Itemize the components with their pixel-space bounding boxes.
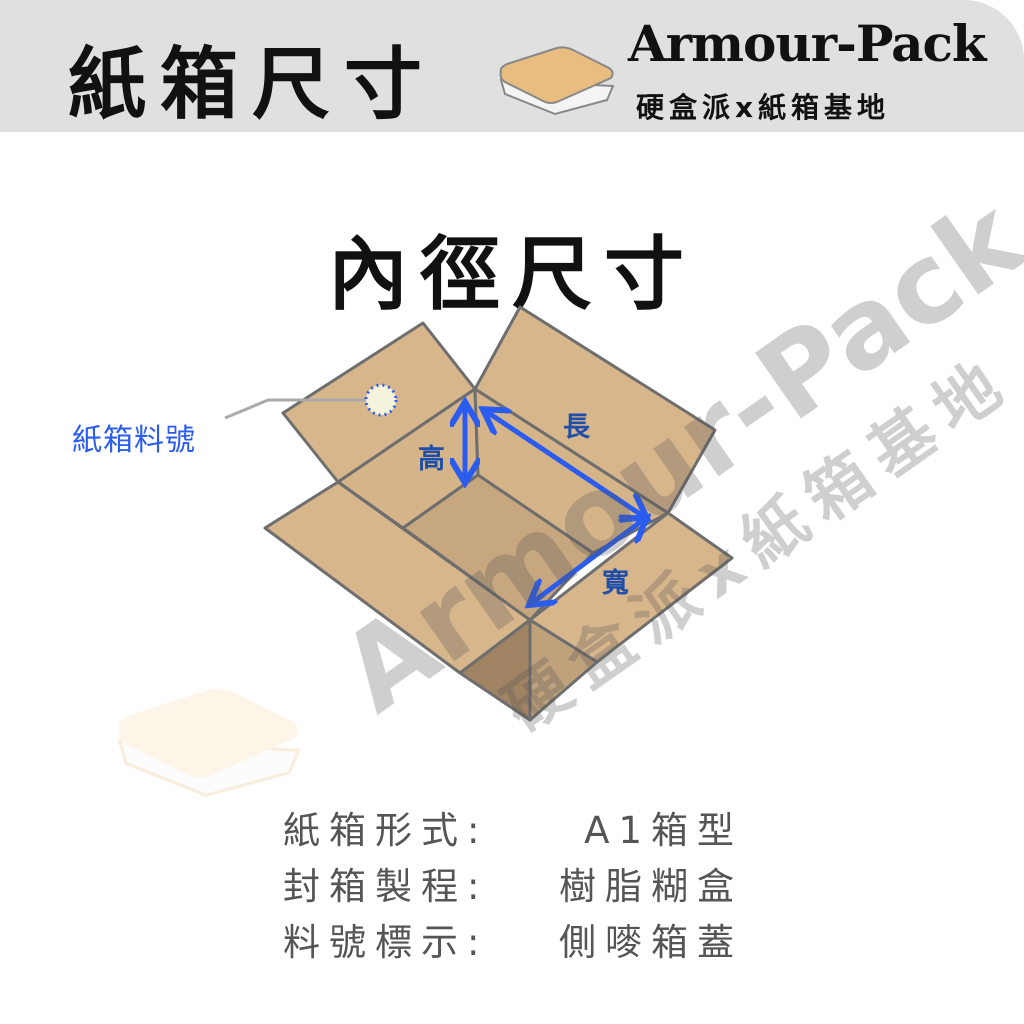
watermark-logo-icon bbox=[117, 688, 302, 797]
front-right-face bbox=[528, 618, 599, 722]
spec-row: 封箱製程: 樹脂糊盒 bbox=[283, 856, 743, 910]
main-title: 內徑尺寸 bbox=[328, 228, 696, 321]
spec-label: 封箱製程: bbox=[283, 865, 489, 908]
width-arrow bbox=[533, 520, 643, 602]
logo-box-icon bbox=[499, 46, 615, 116]
brand-name: Armour-Pack bbox=[628, 14, 987, 73]
part-number-marker bbox=[364, 383, 398, 417]
spec-row: 紙箱形式: A1箱型 bbox=[283, 800, 743, 854]
header-title: 紙箱尺寸 bbox=[68, 40, 437, 130]
height-label: 高 bbox=[418, 443, 445, 475]
width-label: 寬 bbox=[602, 567, 629, 599]
spec-label: 料號標示: bbox=[283, 921, 489, 964]
callout-leader-line bbox=[224, 398, 366, 420]
spec-value: 樹脂糊盒 bbox=[559, 865, 743, 908]
spec-value: 側嘜箱蓋 bbox=[559, 921, 743, 964]
length-label: 長 bbox=[563, 412, 591, 443]
spec-label: 紙箱形式: bbox=[283, 809, 489, 852]
brand-subtitle: 硬盒派x紙箱基地 bbox=[636, 91, 891, 124]
header-bar: 紙箱尺寸 Armour-Pack 硬盒派x紙箱基地 bbox=[0, 0, 1024, 132]
spec-row: 料號標示: 側嘜箱蓋 bbox=[283, 912, 743, 966]
part-number-callout: 紙箱料號 bbox=[72, 423, 196, 458]
spec-value: A1箱型 bbox=[584, 809, 743, 852]
length-arrow bbox=[487, 412, 643, 516]
